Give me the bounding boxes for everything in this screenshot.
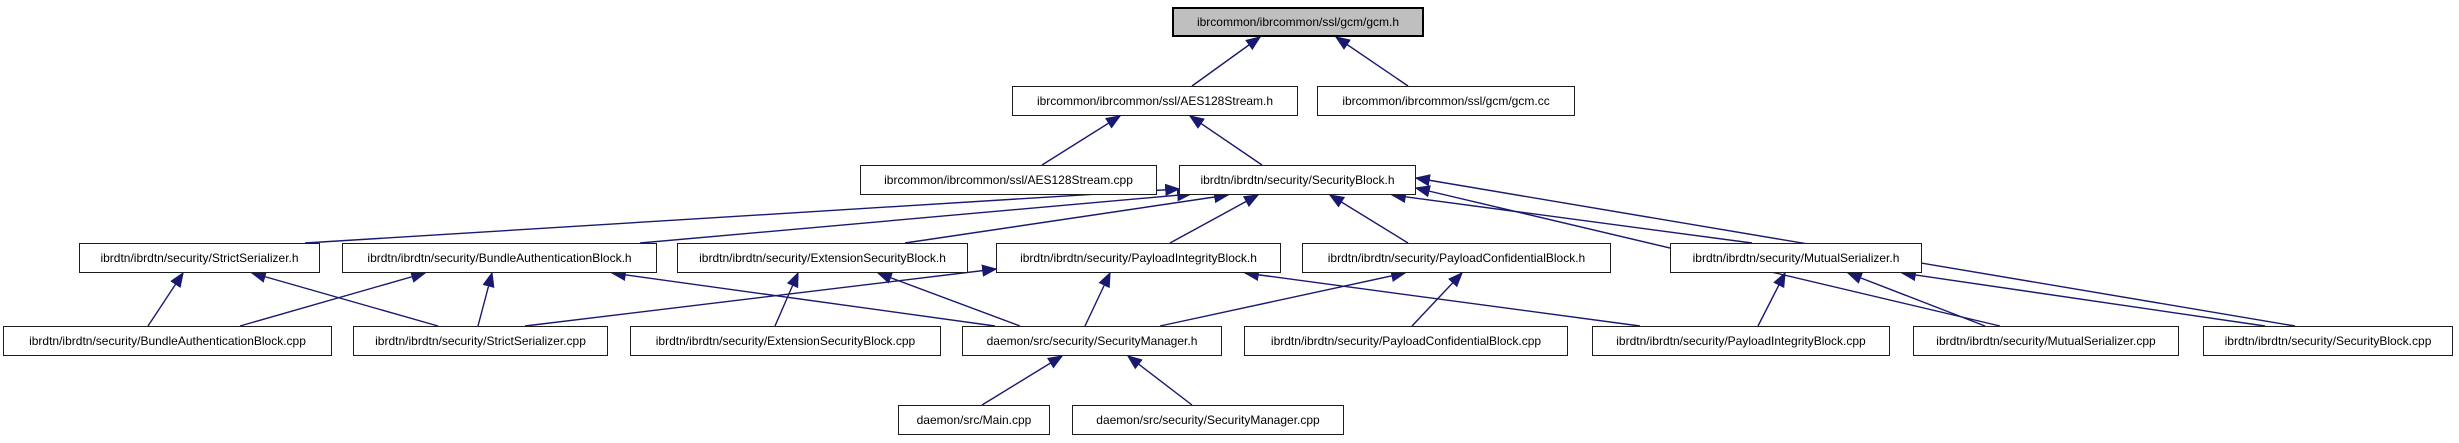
edge-gcm_cc-to-gcm_h bbox=[1334, 36, 1409, 87]
edge-pcb_h-to-securityblock_h bbox=[1328, 194, 1409, 244]
graph-node-securityblock_h[interactable]: ibrdtn/ibrdtn/security/SecurityBlock.h bbox=[1179, 165, 1416, 195]
graph-node-ss_cpp[interactable]: ibrdtn/ibrdtn/security/StrictSerializer.… bbox=[353, 326, 608, 356]
edge-esb_h-to-securityblock_h bbox=[904, 190, 1230, 244]
graph-node-sm_cpp[interactable]: daemon/src/security/SecurityManager.cpp bbox=[1072, 405, 1344, 435]
graph-node-gcm_h: ibrcommon/ibrcommon/ssl/gcm/gcm.h bbox=[1172, 7, 1424, 37]
graph-node-gcm_cc[interactable]: ibrcommon/ibrcommon/ssl/gcm/gcm.cc bbox=[1317, 86, 1575, 116]
edge-ss_cpp-to-pib_h bbox=[524, 264, 998, 327]
graph-node-esb_cpp[interactable]: ibrdtn/ibrdtn/security/ExtensionSecurity… bbox=[630, 326, 941, 356]
graph-node-main_cpp[interactable]: daemon/src/Main.cpp bbox=[898, 405, 1050, 435]
edge-sb_cpp-to-ms_h bbox=[1900, 268, 2266, 327]
edge-pib_cpp-to-ms_h bbox=[1757, 271, 1786, 327]
edge-sm_cpp-to-sm_h bbox=[1126, 355, 1193, 406]
edge-esb_cpp-to-esb_h bbox=[774, 271, 799, 327]
graph-node-aes128_cpp[interactable]: ibrcommon/ibrcommon/ssl/AES128Stream.cpp bbox=[860, 165, 1157, 195]
graph-node-strictserializer_h[interactable]: ibrdtn/ibrdtn/security/StrictSerializer.… bbox=[79, 243, 320, 273]
edge-bab_cpp-to-strictserializer_h bbox=[147, 271, 184, 327]
edge-sm_h-to-esb_h bbox=[876, 272, 1021, 327]
graph-node-bab_h[interactable]: ibrdtn/ibrdtn/security/BundleAuthenticat… bbox=[342, 243, 657, 273]
edge-ms_cpp-to-ms_h bbox=[1846, 272, 1986, 327]
graph-node-ms_cpp[interactable]: ibrdtn/ibrdtn/security/MutualSerializer.… bbox=[1913, 326, 2179, 356]
edge-pib_h-to-securityblock_h bbox=[1169, 194, 1260, 244]
graph-node-bab_cpp[interactable]: ibrdtn/ibrdtn/security/BundleAuthenticat… bbox=[3, 326, 332, 356]
edge-sm_h-to-pcb_h bbox=[1159, 269, 1407, 327]
edge-bab_h-to-securityblock_h bbox=[639, 189, 1193, 244]
graph-node-pcb_h[interactable]: ibrdtn/ibrdtn/security/PayloadConfidenti… bbox=[1302, 243, 1611, 273]
edge-sm_h-to-pib_h bbox=[1084, 271, 1111, 327]
graph-node-ms_h[interactable]: ibrdtn/ibrdtn/security/MutualSerializer.… bbox=[1670, 243, 1922, 273]
edge-securityblock_h-to-aes128_h bbox=[1188, 115, 1263, 166]
edge-bab_cpp-to-bab_h bbox=[239, 270, 427, 327]
edge-aes128_h-to-gcm_h bbox=[1191, 36, 1262, 87]
graph-node-esb_h[interactable]: ibrdtn/ibrdtn/security/ExtensionSecurity… bbox=[677, 243, 968, 273]
edge-main_cpp-to-sm_h bbox=[981, 355, 1064, 406]
edge-pib_cpp-to-pib_h bbox=[1243, 268, 1641, 327]
edge-ss_cpp-to-strictserializer_h bbox=[250, 270, 439, 327]
edge-strictserializer_h-to-securityblock_h bbox=[304, 183, 1181, 244]
edge-sm_h-to-bab_h bbox=[610, 268, 996, 327]
graph-node-sb_cpp[interactable]: ibrdtn/ibrdtn/security/SecurityBlock.cpp bbox=[2203, 326, 2453, 356]
graph-node-pib_h[interactable]: ibrdtn/ibrdtn/security/PayloadIntegrityB… bbox=[996, 243, 1281, 273]
graph-node-pib_cpp[interactable]: ibrdtn/ibrdtn/security/PayloadIntegrityB… bbox=[1592, 326, 1890, 356]
edge-ss_cpp-to-bab_h bbox=[477, 271, 495, 327]
edge-aes128_cpp-to-aes128_h bbox=[1041, 115, 1122, 166]
edge-ms_h-to-securityblock_h bbox=[1390, 190, 1753, 244]
graph-node-aes128_h[interactable]: ibrcommon/ibrcommon/ssl/AES128Stream.h bbox=[1012, 86, 1298, 116]
graph-node-pcb_cpp[interactable]: ibrdtn/ibrdtn/security/PayloadConfidenti… bbox=[1244, 326, 1568, 356]
graph-node-sm_h[interactable]: daemon/src/security/SecurityManager.h bbox=[962, 326, 1222, 356]
edge-pcb_cpp-to-pcb_h bbox=[1411, 271, 1464, 327]
